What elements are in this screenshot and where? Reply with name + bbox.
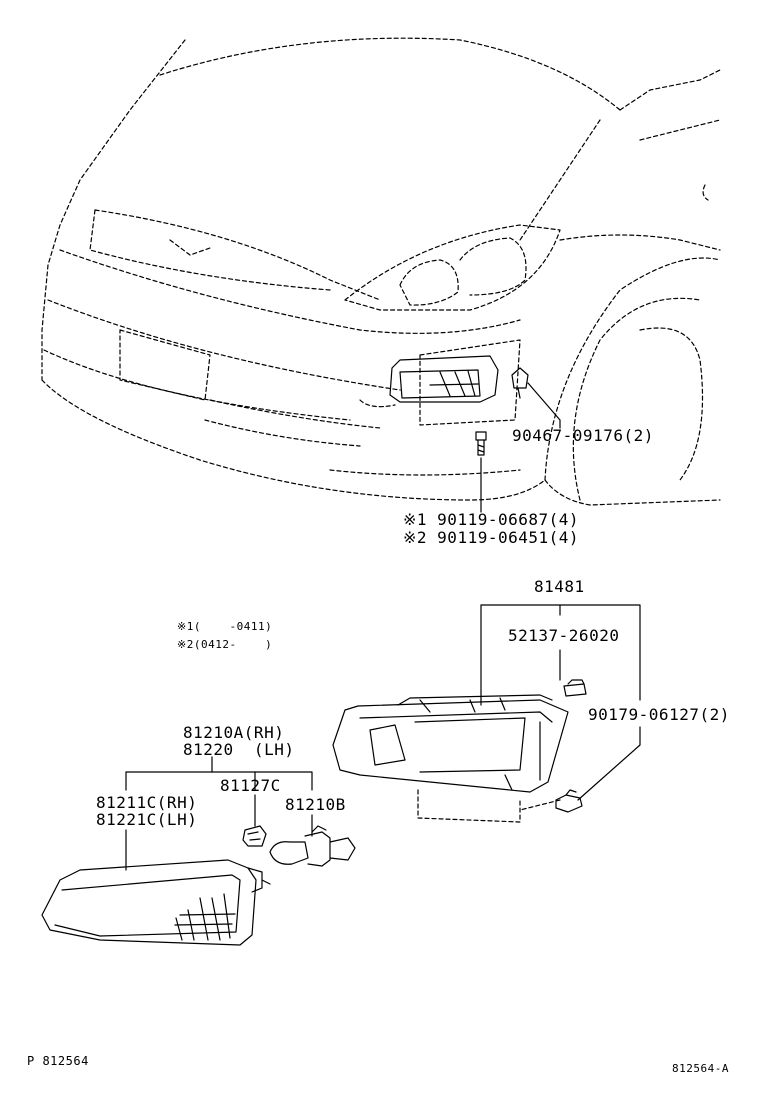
callout-bulb: 81210B xyxy=(285,795,346,814)
callout-lens-lh: 81221C(LH) xyxy=(96,810,198,829)
clip-part xyxy=(555,789,583,813)
callout-housing: 81481 xyxy=(534,577,585,596)
nut-part xyxy=(563,679,587,697)
callout-lamp-lh: 81220 (LH) xyxy=(183,740,295,759)
note-range-1: ※1( -0411) xyxy=(177,620,273,633)
callout-lamp-rh: 81210A(RH) xyxy=(183,723,285,742)
callout-screw-a: ※1 90119-06687(4) xyxy=(403,510,580,529)
callout-clip-bottom: 90467-09176(2) xyxy=(512,426,654,445)
car-outline xyxy=(41,37,721,506)
note-range-2: ※2(0412- ) xyxy=(177,638,273,651)
diagram-id: 812564-A xyxy=(672,1062,729,1075)
fog-lamp-installed xyxy=(389,355,499,403)
housing-bracket xyxy=(332,694,569,793)
screw-installed xyxy=(475,431,487,456)
callout-lens-rh: 81211C(RH) xyxy=(96,793,198,812)
callout-nut: 52137-26020 xyxy=(508,626,620,645)
page-reference: P 812564 xyxy=(27,1054,89,1068)
callout-clip-small: 90179-06127(2) xyxy=(588,705,730,724)
fog-lamp-lens xyxy=(41,859,271,946)
clip-installed xyxy=(511,367,529,399)
callout-screw-b: ※2 90119-06451(4) xyxy=(403,528,580,547)
bulb-part xyxy=(269,825,356,867)
socket-part xyxy=(242,825,267,847)
callout-socket: 81127C xyxy=(220,776,281,795)
